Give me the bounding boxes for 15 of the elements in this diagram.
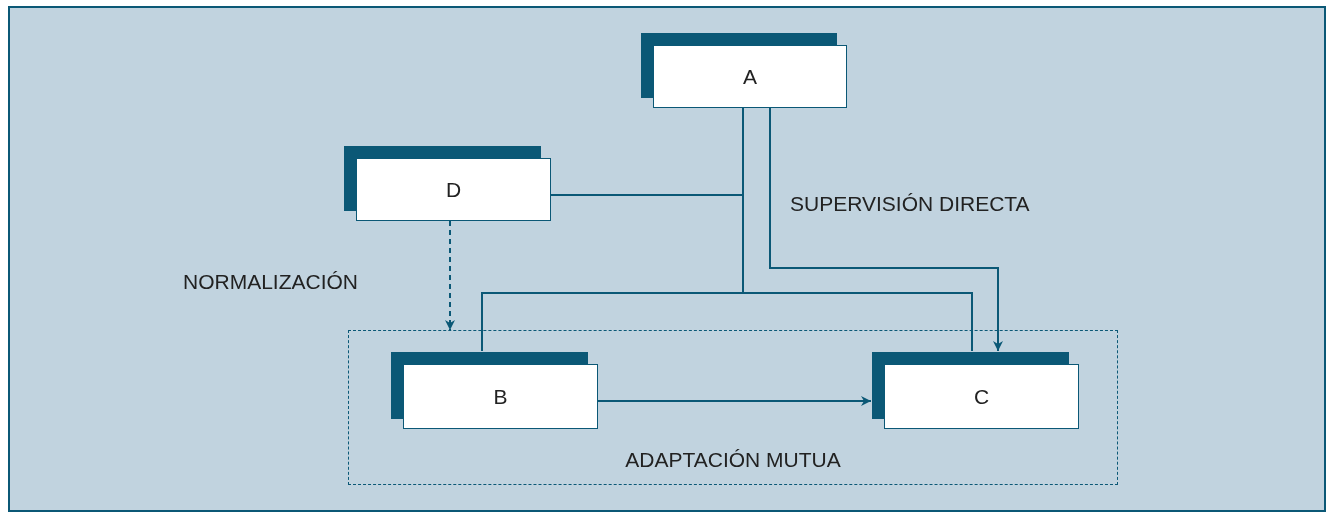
- group-label: ADAPTACIÓN MUTUA: [624, 448, 842, 472]
- shadowed-box: [391, 352, 598, 429]
- shadowed-box: [872, 352, 1079, 429]
- edge-label: NORMALIZACIÓN: [183, 270, 358, 294]
- arrow: [445, 220, 455, 331]
- edge-label: SUPERVISIÓN DIRECTA: [790, 192, 1030, 216]
- arrow: [596, 396, 872, 406]
- box-label: B: [493, 384, 508, 409]
- arrow: [769, 107, 1003, 352]
- box-label: A: [743, 64, 757, 89]
- dashed-group-box: [348, 330, 1118, 485]
- shadowed-box: [641, 33, 847, 108]
- box-label: D: [445, 177, 462, 202]
- shadowed-box: [344, 146, 551, 221]
- box-label: C: [973, 384, 990, 409]
